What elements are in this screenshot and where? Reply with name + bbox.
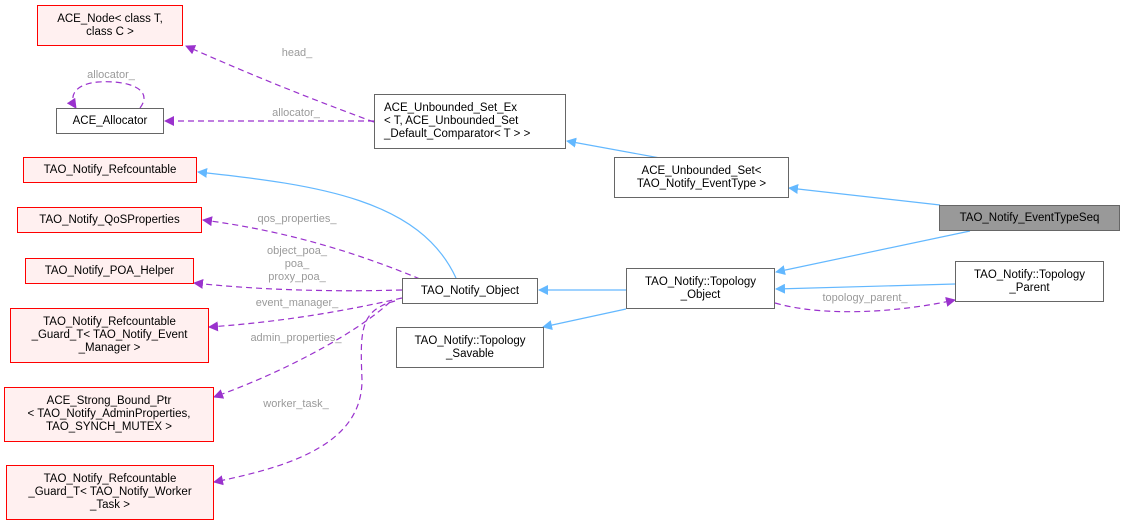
- node-ace-allocator[interactable]: ACE_Allocator: [56, 108, 164, 134]
- edge-label-allocator: allocator_: [272, 107, 320, 119]
- edge-eventtypeseq-to-topology-object: [775, 230, 971, 276]
- edge-notify-object-to-refcountable: [197, 167, 457, 279]
- edge-admin-properties: [213, 301, 391, 399]
- edge-label-qos-properties: qos_properties_: [257, 213, 337, 225]
- node-tao-notify-refcountable[interactable]: TAO_Notify_Refcountable: [23, 157, 197, 183]
- edge-label-event-manager: event_manager_: [255, 297, 339, 309]
- edge-poa: [193, 278, 403, 292]
- edge-eventtypeseq-to-unbounded-set: [788, 184, 941, 206]
- node-guard-worker-task[interactable]: TAO_Notify_Refcountable _Guard_T< TAO_No…: [6, 465, 214, 520]
- edge-qos-properties: [202, 216, 421, 280]
- node-ace-unbounded-set[interactable]: ACE_Unbounded_Set< TAO_Notify_EventType …: [614, 157, 789, 198]
- edge-topology-parent: [774, 297, 956, 313]
- edge-head: [185, 45, 375, 123]
- node-ace-unbounded-set-ex[interactable]: ACE_Unbounded_Set_Ex < T, ACE_Unbounded_…: [374, 94, 566, 149]
- edge-label-allocator-self: allocator_: [87, 69, 135, 81]
- edge-allocator-self: [66, 81, 145, 109]
- edge-topology-parent-to-object: [775, 283, 956, 294]
- node-tao-notify-eventtypeseq[interactable]: TAO_Notify_EventTypeSeq: [939, 205, 1120, 231]
- node-tao-notify-poa-helper[interactable]: TAO_Notify_POA_Helper: [25, 258, 194, 284]
- node-tao-notify-object[interactable]: TAO_Notify_Object: [402, 278, 538, 304]
- node-topology-object[interactable]: TAO_Notify::Topology _Object: [626, 268, 775, 309]
- edge-label-head: head_: [281, 47, 313, 59]
- edge-label-topology-parent: topology_parent_: [822, 292, 908, 304]
- edge-label-worker-task: worker_task_: [263, 398, 329, 410]
- edge-label-poa: object_poa_ poa_ proxy_poa_: [267, 245, 327, 283]
- node-ace-strong-bound-ptr[interactable]: ACE_Strong_Bound_Ptr < TAO_Notify_AdminP…: [4, 387, 214, 442]
- node-topology-parent[interactable]: TAO_Notify::Topology _Parent: [955, 261, 1104, 302]
- node-guard-event-manager[interactable]: TAO_Notify_Refcountable _Guard_T< TAO_No…: [10, 308, 209, 363]
- node-topology-savable[interactable]: TAO_Notify::Topology _Savable: [396, 327, 544, 368]
- edge-event-manager: [208, 297, 403, 332]
- node-tao-notify-qosproperties[interactable]: TAO_Notify_QoSProperties: [17, 207, 202, 233]
- edge-worker-task: [213, 300, 396, 486]
- edge-topology-object-to-savable: [542, 308, 627, 330]
- node-ace-node[interactable]: ACE_Node< class T, class C >: [37, 5, 183, 46]
- edge-label-admin-properties: admin_properties_: [250, 332, 342, 344]
- edge-unbounded-set-to-ex: [566, 137, 661, 159]
